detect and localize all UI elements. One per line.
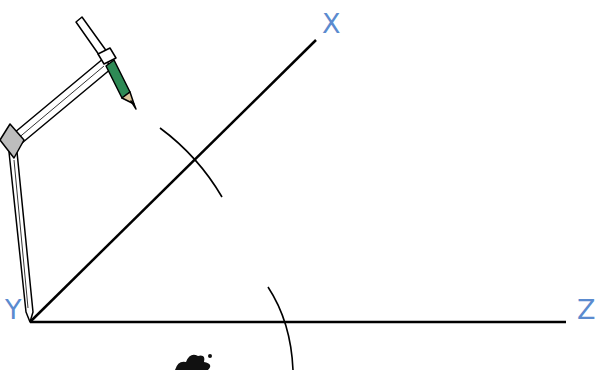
vertex-label: Y [5, 296, 22, 323]
ray-yz [30, 321, 566, 324]
arc-mark [268, 287, 293, 370]
ray-yx [30, 40, 316, 322]
vertex-label: Z [577, 296, 596, 323]
ink-blot [175, 354, 212, 370]
compass [0, 17, 136, 322]
vertex-label: X [322, 10, 341, 37]
arc-mark [160, 128, 222, 197]
